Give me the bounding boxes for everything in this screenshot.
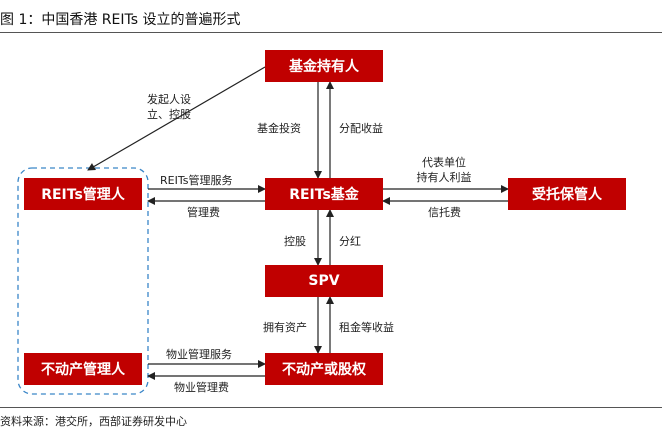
property-fee-label: 物业管理费 [174, 381, 229, 394]
trustee-represent-label: 代表单位 持有人利益 [400, 155, 488, 185]
sponsor-arrow [87, 66, 266, 171]
trustee-label-line2: 持有人利益 [416, 171, 472, 184]
sponsor-label-line2: 立、控股 [147, 108, 191, 121]
property-service-label: 物业管理服务 [166, 348, 232, 361]
real-estate-node: 不动产或股权 [265, 353, 383, 385]
sponsor-label: 发起人设 立、控股 [128, 92, 210, 122]
rent-income-label: 租金等收益 [339, 321, 394, 334]
figure-title: 图 1：中国香港 REITs 设立的普遍形式 [0, 12, 241, 28]
own-assets-label: 拥有资产 [263, 321, 307, 334]
sponsor-label-line1: 发起人设 [147, 93, 191, 106]
reit-fund-node: REITs基金 [265, 178, 383, 210]
fund-invest-label: 基金投资 [257, 122, 301, 135]
control-label: 控股 [284, 235, 306, 248]
property-manager-node: 不动产管理人 [24, 353, 142, 385]
reit-manager-node: REITs管理人 [24, 178, 142, 210]
reit-service-label: REITs管理服务 [160, 174, 233, 187]
trustee-fee-label: 信托费 [428, 206, 461, 219]
distribute-label: 分配收益 [339, 122, 383, 135]
top-rule [0, 32, 662, 33]
bottom-rule [0, 407, 662, 408]
mgmt-fee-label: 管理费 [187, 206, 220, 219]
source-note: 资料来源：港交所，西部证券研发中心 [0, 415, 187, 428]
spv-node: SPV [265, 265, 383, 297]
dividend-label: 分红 [339, 235, 361, 248]
trustee-node: 受托保管人 [508, 178, 626, 210]
fund-holders-node: 基金持有人 [265, 50, 383, 82]
trustee-label-line1: 代表单位 [422, 156, 466, 169]
